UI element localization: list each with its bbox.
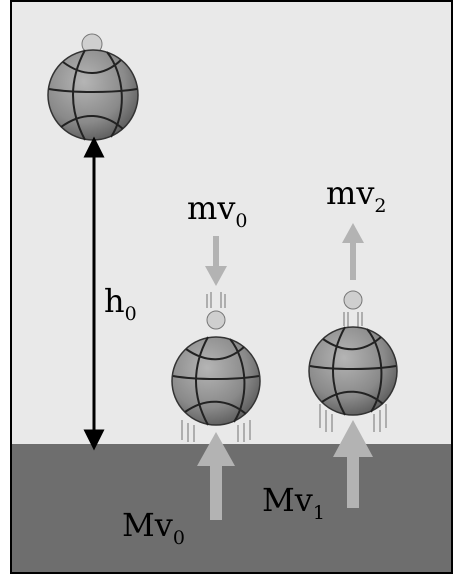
motion-lines-big-right [319, 404, 387, 432]
up-arrow-shaft-right [347, 456, 359, 508]
motion-lines-small-rising [343, 312, 363, 328]
height-label: h0 [104, 282, 137, 325]
down-arrow-shaft [213, 236, 219, 270]
up-arrow-head-right [333, 420, 373, 457]
basketball-middle [171, 336, 261, 426]
Mv0-label: Mv0 [122, 506, 185, 549]
small-ball-rising [343, 290, 363, 310]
mv2-label: mv2 [326, 174, 387, 217]
mv0-label: mv0 [187, 189, 248, 232]
down-arrow-head [205, 266, 227, 286]
Mv1-label: Mv1 [262, 481, 325, 524]
top-ball-group [47, 33, 139, 141]
right-group: mv2 Mv1 [262, 174, 398, 524]
up-arrow-shaft-right-top [350, 242, 356, 280]
up-arrow-head-middle [197, 432, 235, 466]
motion-lines-small-falling [206, 292, 226, 308]
up-arrow-head-right-top [342, 223, 364, 243]
motion-lines-big-middle [181, 420, 251, 442]
small-ball-falling [206, 310, 226, 330]
middle-group: mv0 Mv0 [122, 189, 261, 549]
basketball-top [47, 49, 139, 141]
basketball-right [308, 326, 398, 416]
up-arrow-shaft-middle [210, 465, 222, 520]
